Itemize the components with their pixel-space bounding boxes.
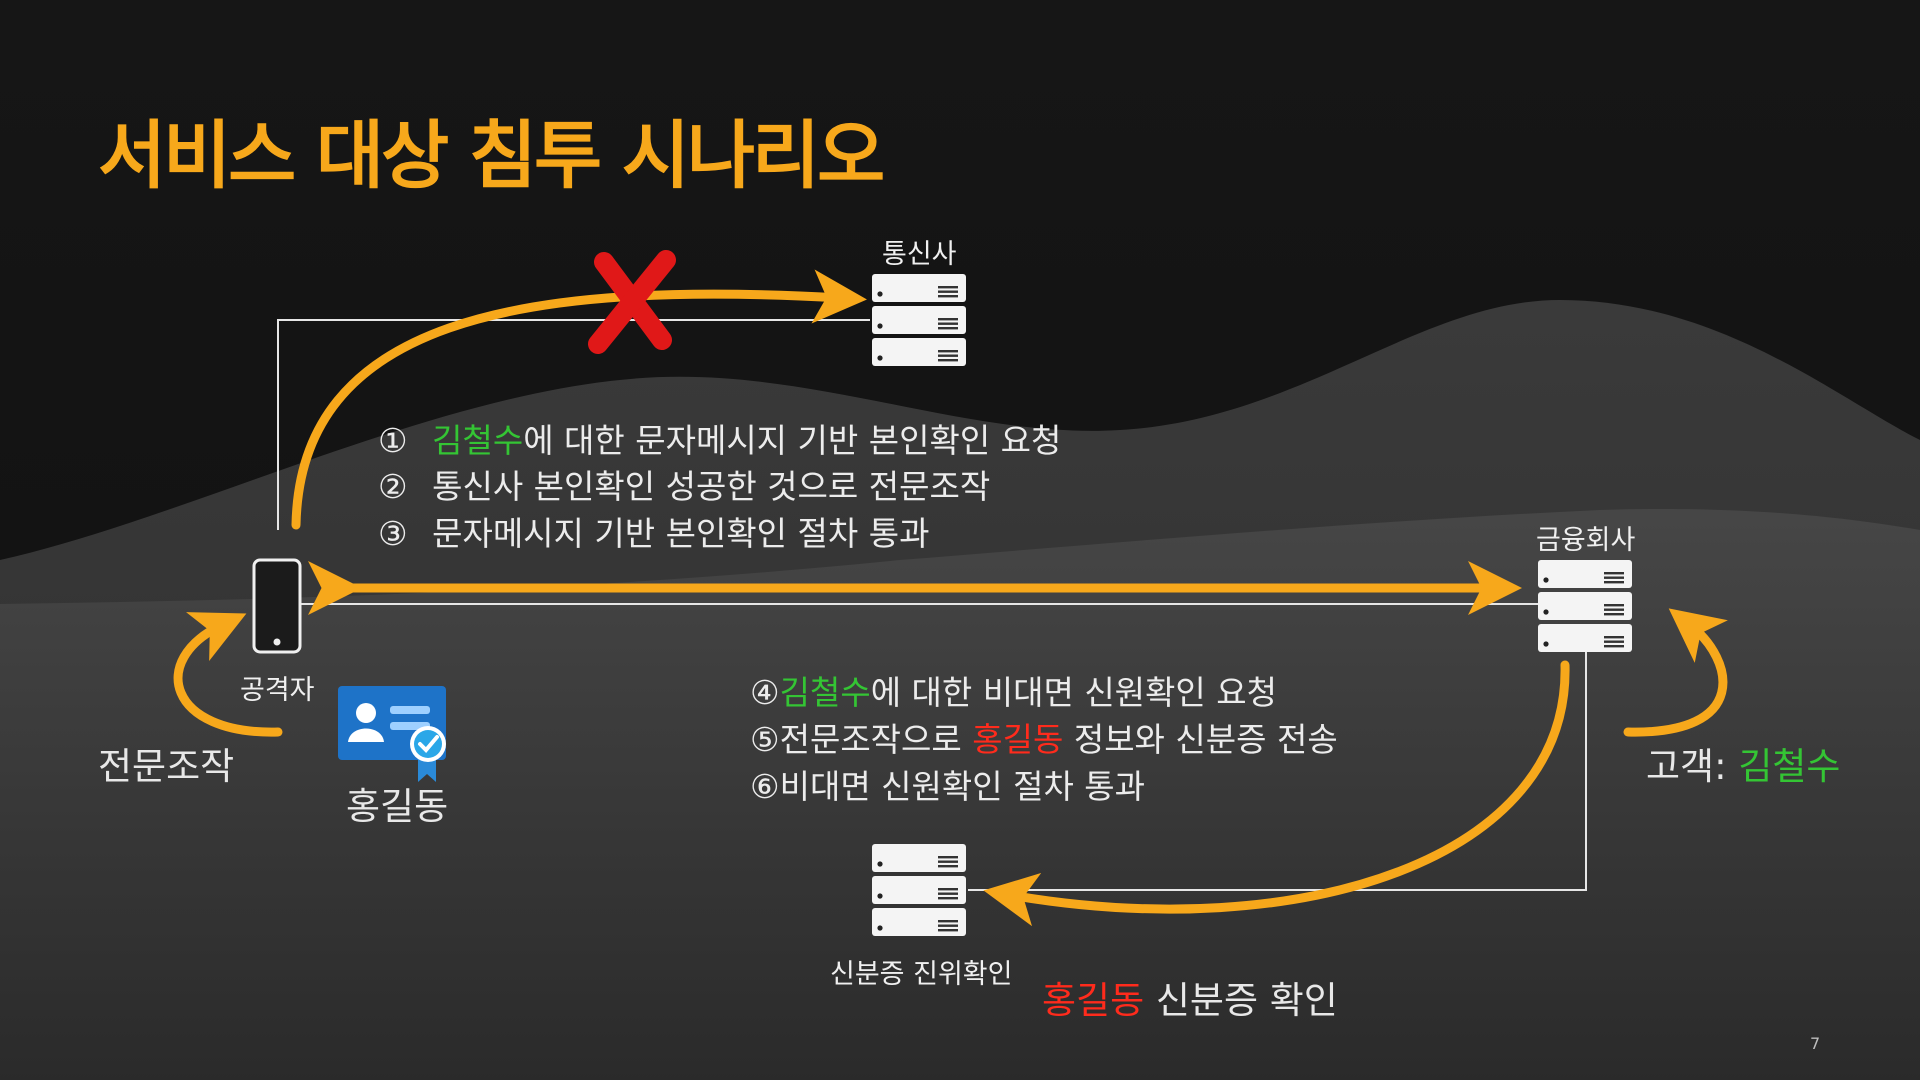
telecom-server-icon: [872, 274, 966, 366]
customer-name: 김철수: [1738, 745, 1841, 788]
step-5-text: 정보와 신분증 전송: [1063, 720, 1338, 759]
page-title: 서비스 대상 침투 시나리오: [98, 113, 885, 199]
id-card-name: 홍길동: [346, 785, 449, 828]
step-5-prefix: 전문조작으로: [779, 720, 973, 759]
line-finance-idverify: [968, 652, 1587, 891]
verified-badge-icon: [410, 726, 446, 782]
finance-label: 금융회사: [1536, 525, 1636, 556]
step-6: ⑥비대면 신원확인 절차 통과: [750, 760, 1145, 808]
step-6-text: 비대면 신원확인 절차 통과: [779, 767, 1146, 806]
flow-arrows: [173, 269, 1728, 927]
id-check-text: 신분증 확인: [1144, 979, 1338, 1022]
arrow-customer: [1623, 608, 1728, 737]
arrow-self-manipulation: [173, 612, 283, 737]
attacker-label: 공격자: [240, 675, 315, 706]
step-4-highlight: 김철수: [779, 673, 871, 712]
step-4: ④김철수에 대한 비대면 신원확인 요청: [750, 666, 1277, 714]
step-3-text: 문자메시지 기반 본인확인 절차 통과: [432, 514, 930, 553]
step-1-number: ①: [378, 421, 408, 460]
step-5-number: ⑤: [750, 720, 780, 759]
step-4-text: 에 대한 비대면 신원확인 요청: [870, 673, 1277, 712]
manipulation-label: 전문조작: [98, 745, 235, 788]
background-hill-near: [0, 509, 1920, 1080]
step-3-number: ③: [378, 514, 408, 553]
step-2-number: ②: [378, 467, 408, 506]
step-2: ② 통신사 본인확인 성공한 것으로 전문조작: [378, 460, 990, 508]
customer-label: 고객: 김철수: [1646, 736, 1840, 790]
line-attacker-telecom: [277, 319, 870, 530]
step-1-text: 에 대한 문자메시지 기반 본인확인 요청: [523, 421, 1062, 460]
telecom-label: 통신사: [882, 239, 957, 270]
step-5-highlight: 홍길동: [972, 720, 1064, 759]
smartphone-icon: [252, 558, 302, 654]
arrow-attacker-to-telecom: [291, 269, 867, 530]
step-5: ⑤전문조작으로 홍길동 정보와 신분증 전송: [750, 713, 1338, 761]
customer-prefix: 고객:: [1646, 745, 1739, 788]
blocked-x-icon: [588, 250, 676, 354]
step-1-highlight: 김철수: [432, 421, 524, 460]
page-number: 7: [1810, 1034, 1821, 1053]
step-6-number: ⑥: [750, 767, 780, 806]
step-2-text: 통신사 본인확인 성공한 것으로 전문조작: [432, 467, 991, 506]
step-4-number: ④: [750, 673, 780, 712]
finance-server-icon: [1538, 560, 1632, 652]
arrow-finance-to-idverify: [983, 660, 1570, 927]
id-check-name: 홍길동: [1042, 979, 1145, 1022]
id-check-caption: 홍길동 신분증 확인: [1042, 970, 1338, 1024]
step-1: ① 김철수에 대한 문자메시지 기반 본인확인 요청: [378, 414, 1061, 462]
idverify-label: 신분증 진위확인: [830, 959, 1013, 990]
step-3: ③ 문자메시지 기반 본인확인 절차 통과: [378, 507, 929, 555]
idverify-server-icon: [872, 844, 966, 936]
